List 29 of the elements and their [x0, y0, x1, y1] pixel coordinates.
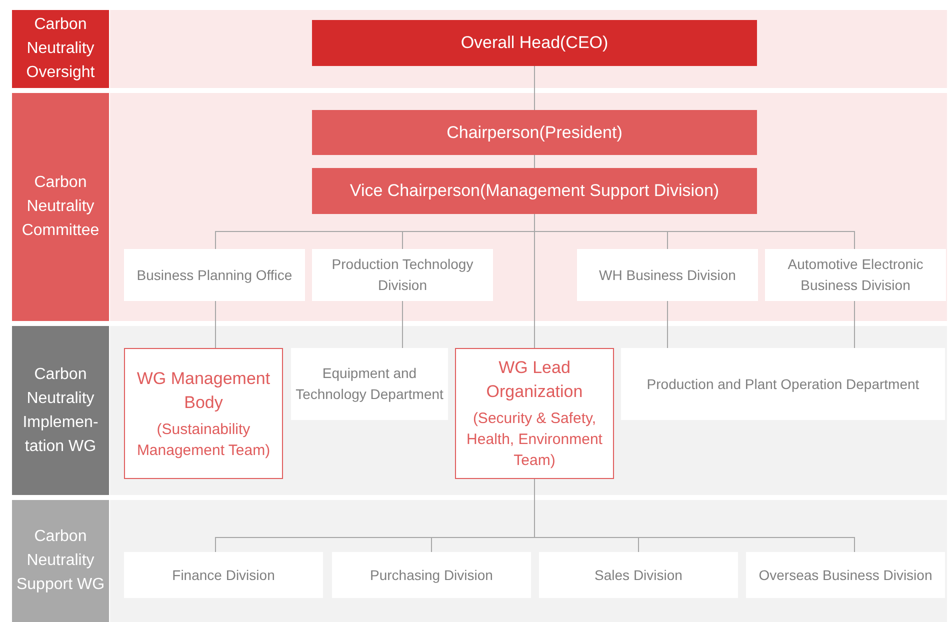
connector-line: [667, 300, 668, 348]
connector-line: [534, 66, 535, 110]
band-background: [12, 10, 947, 88]
head-box: Overall Head(CEO): [312, 20, 757, 66]
band-label: Carbon Neutrality Oversight: [12, 10, 109, 88]
band-background: [12, 500, 947, 622]
chair-box: Chairperson(President): [312, 110, 757, 155]
division-box: Sales Division: [539, 552, 738, 598]
band-label: Carbon Neutrality Support WG: [12, 500, 109, 622]
connector-line: [854, 300, 855, 348]
division-box: Equipment and Technology Department: [291, 348, 448, 420]
band-background: [12, 326, 947, 495]
chair-box: Vice Chairperson(Management Support Division): [312, 168, 757, 214]
division-box: Overseas Business Division: [746, 552, 945, 598]
connector-line: [534, 154, 535, 168]
connector-line: [402, 300, 403, 348]
division-box: Business Planning Office: [124, 249, 305, 301]
working-group-box: WG Management Body (Sustainability Management Team): [124, 348, 283, 479]
division-box: Purchasing Division: [332, 552, 531, 598]
division-box: Finance Division: [124, 552, 323, 598]
band-background: [12, 93, 947, 321]
division-box: Production and Plant Operation Department: [621, 348, 945, 420]
division-box: Automotive Electronic Business Division: [765, 249, 946, 301]
division-box: WH Business Division: [577, 249, 758, 301]
band-label: Carbon Neutrality Implemen-tation WG: [12, 326, 109, 495]
working-group-box: WG Lead Organization (Security & Safety, Health, Environment Team): [455, 348, 614, 479]
band-label: Carbon Neutrality Committee: [12, 93, 109, 321]
division-box: Production Technology Division: [312, 249, 493, 301]
connector-line: [215, 300, 216, 348]
